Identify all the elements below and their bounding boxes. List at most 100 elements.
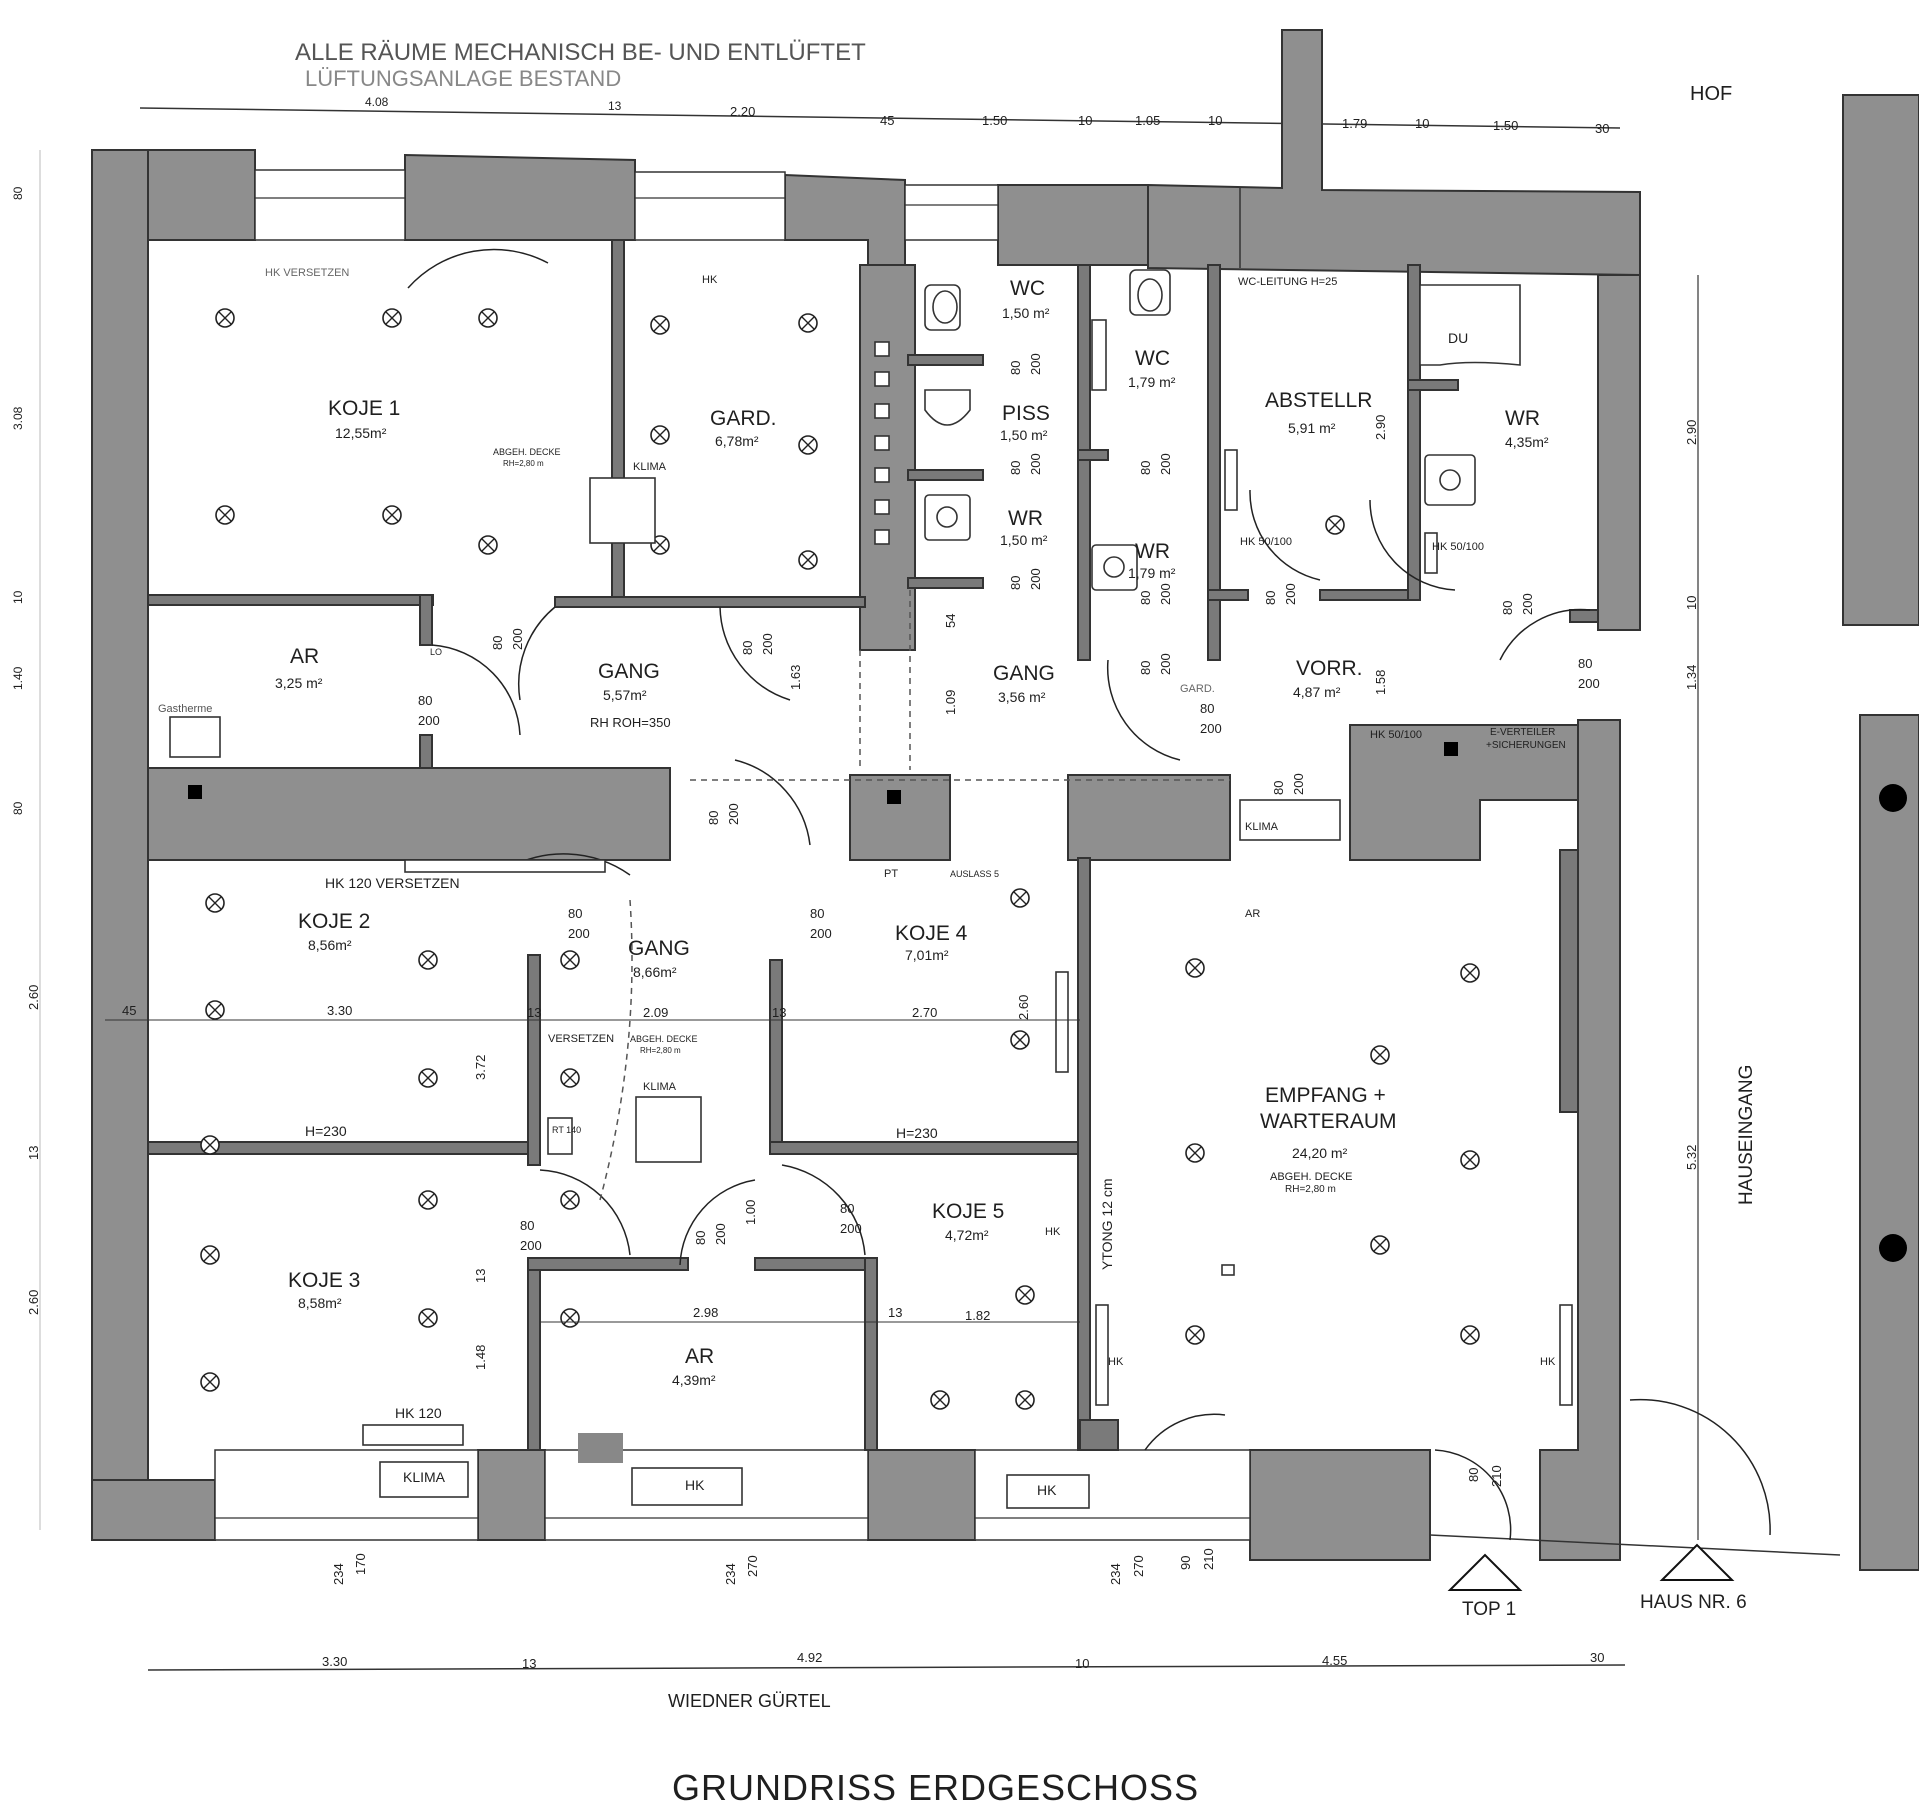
light-fixture-cross [1013,1033,1027,1047]
note: GARD. [1180,683,1215,695]
dim-top: 1.50 [1493,118,1518,133]
dim: 1.63 [788,665,803,690]
room-name: GANG [628,937,690,960]
neighbour-wall-lower [1859,714,1919,1571]
door-size: 200 [568,926,590,941]
inner-dimensions: 45 3.30 2.09 2.70 13 13 3.72 2.60 2.98 1… [105,415,1388,1370]
neighbour-wall-upper [1842,94,1919,626]
door-size: 200 [1283,583,1298,605]
door-size: 80 [1008,461,1023,475]
room-labels: KOJE 1 12,55m² GARD. 6,78m² WC 1,50 m² P… [275,277,1549,1388]
door-size: 200 [713,1223,728,1245]
note: AR [1245,908,1260,920]
note: ABGEH. DECKE [630,1034,698,1044]
room-area: 4,72m² [945,1227,989,1243]
note: PT [884,868,898,880]
dim-top: 1.79 [1342,116,1367,131]
column-dot [1879,1234,1907,1262]
dim: 2.70 [912,1005,937,1020]
light-fixture-cross [1018,1288,1032,1302]
door-size: 200 [1200,721,1222,736]
room-name: WR [1008,507,1043,530]
note: KLIMA [1245,821,1279,833]
door-size: 80 [1008,576,1023,590]
dim-left: 2.60 [26,985,41,1010]
dim-top: 10 [1415,116,1429,131]
dim-right: 5.32 [1684,1145,1699,1170]
light-fixture-cross [801,553,815,567]
note: H=230 [896,1125,938,1141]
dim: 13 [772,1005,786,1020]
light-fixture-cross [203,1248,217,1262]
room-name: GARD. [710,407,777,430]
light-fixture-cross [421,1071,435,1085]
door-size: 200 [810,926,832,941]
room-name: WARTERAUM [1260,1110,1397,1133]
dim: 1.58 [1373,670,1388,695]
door-size: 200 [1578,676,1600,691]
dim: 54 [943,614,958,628]
header-line2: LÜFTUNGSANLAGE BESTAND [305,66,621,91]
room-area: 8,56m² [308,937,352,953]
note: HK 120 [395,1405,442,1421]
dim: 2.98 [693,1305,718,1320]
door-size: 200 [1028,353,1043,375]
dim: 13 [527,1005,541,1020]
note: HK [1540,1356,1556,1368]
note: RT 140 [552,1125,581,1135]
sanitary-fixtures [924,269,1521,591]
door-size: 80 [1138,661,1153,675]
note: RH=2,80 m [1285,1184,1336,1195]
room-area: 6,78m² [715,433,759,449]
note: HK 50/100 [1432,541,1484,553]
note: ABGEH. DECKE [1270,1171,1353,1183]
room-area: 4,87 m² [1293,684,1341,700]
room-area: 7,01m² [905,947,949,963]
room-area: 4,35m² [1505,434,1549,450]
dim-top: 1.50 [982,113,1007,128]
note: HK 50/100 [1370,729,1422,741]
dim-top: 4.08 [365,95,389,109]
dim: 2.60 [1016,995,1031,1020]
dim-left: 2.60 [26,1290,41,1315]
light-fixture-cross [1373,1048,1387,1062]
door-size: 80 [490,636,505,650]
room-name: WC [1010,277,1045,300]
note: Gastherme [158,703,212,715]
dim: 2.09 [643,1005,668,1020]
dim: 234 [331,1563,346,1585]
plan-title: GRUNDRISS ERDGESCHOSS [672,1767,1199,1808]
light-fixture-cross [421,953,435,967]
room-name: WC [1135,347,1170,370]
room-area: 1,50 m² [1000,532,1048,548]
shaft-markers [874,341,890,545]
dim-right: 1.34 [1684,665,1699,690]
dim: 45 [122,1003,136,1018]
door-size: 200 [1158,453,1173,475]
note: VERSETZEN [548,1033,614,1045]
note: LO [430,647,442,657]
dim: 1.48 [473,1345,488,1370]
dim-left: 1.40 [11,666,25,690]
light-fixture-cross [385,508,399,522]
note: HK [702,274,718,286]
room-area: 1,50 m² [1002,305,1050,321]
room-name: PISS [1002,402,1050,425]
light-fixture-cross [1013,891,1027,905]
dim-left: 80 [11,801,25,815]
light-fixture-cross [481,311,495,325]
light-fixture-cross [421,1193,435,1207]
door-swings [407,248,1771,1541]
room-name: WR [1135,540,1170,563]
light-fixture-cross [1188,961,1202,975]
dim: 3.30 [327,1003,352,1018]
light-fixture-cross [653,428,667,442]
door-size: 80 [1500,601,1515,615]
door-size: 80 [1271,781,1286,795]
door-size: 80 [1263,591,1278,605]
room-area: 1,79 m² [1128,565,1176,581]
room-name: DU [1448,330,1468,346]
room-area: 5,91 m² [1288,420,1336,436]
light-fixture-cross [1463,966,1477,980]
